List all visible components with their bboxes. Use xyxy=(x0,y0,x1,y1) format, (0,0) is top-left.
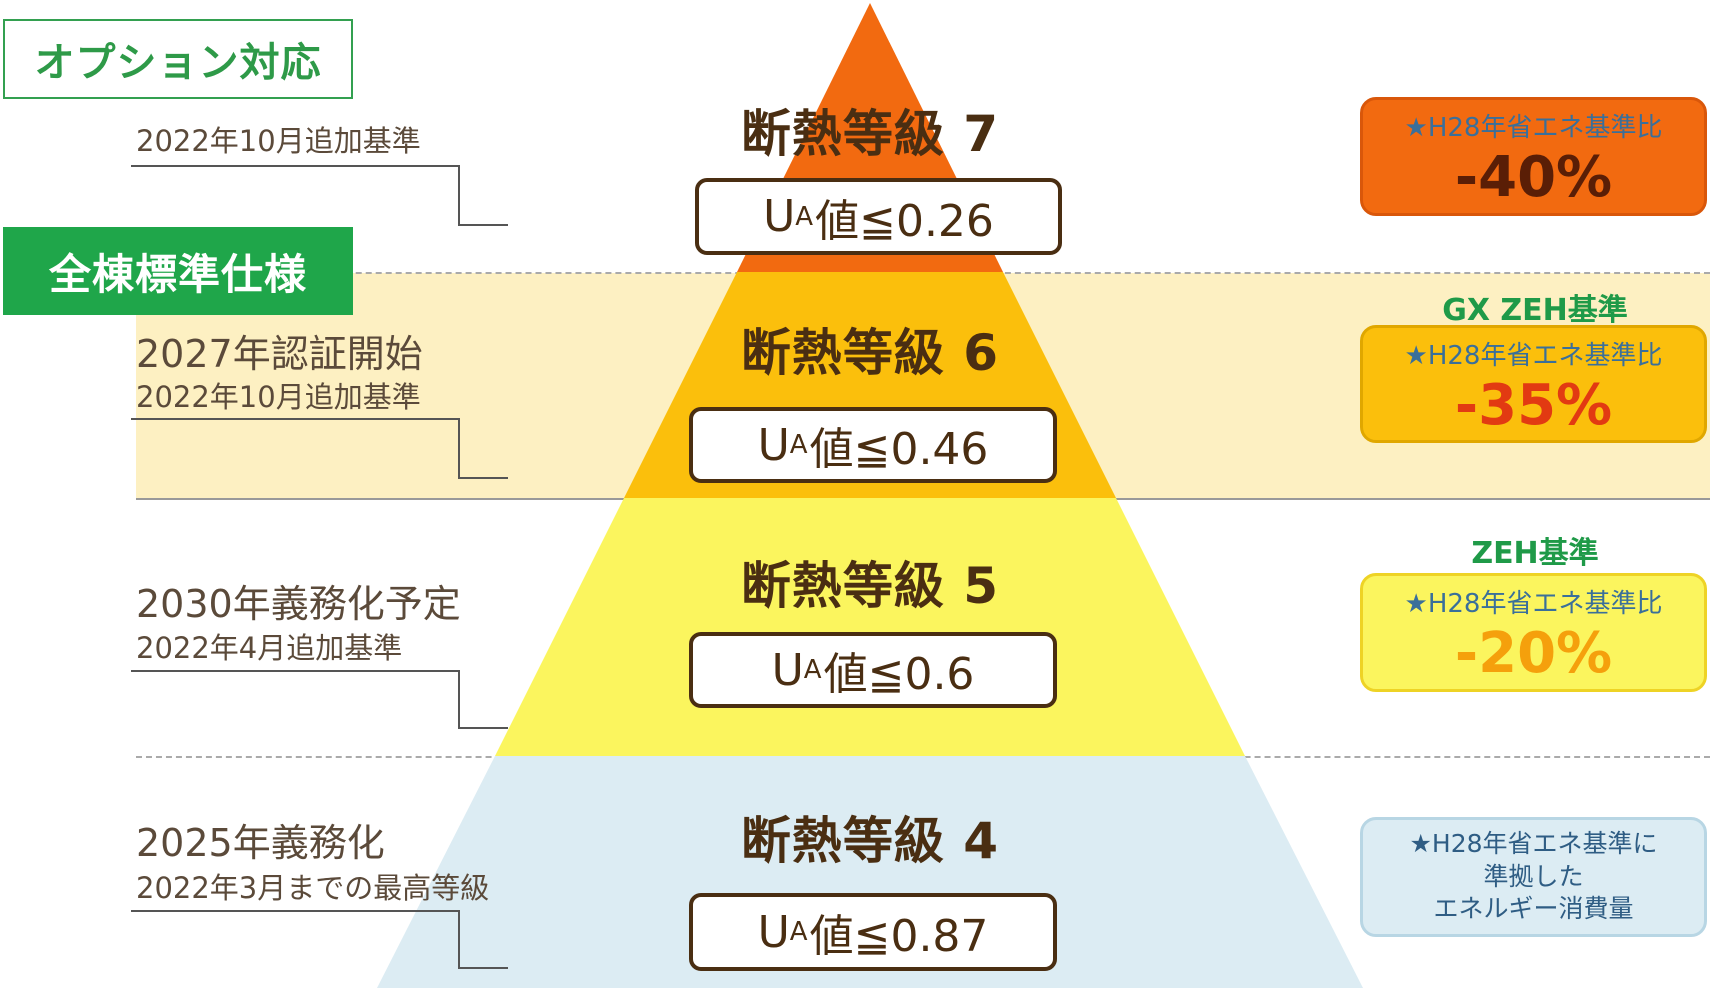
reduction-percent: -20% xyxy=(1454,621,1613,686)
leader-line xyxy=(458,967,508,969)
grade-7-title: 断熱等級 7 xyxy=(740,105,1000,163)
energy-reduction-box-5: ★H28年省エネ基準比 -20% xyxy=(1360,573,1707,692)
comparison-label: ★H28年省エネ基準比 xyxy=(1404,340,1663,371)
ua-subscript: A xyxy=(803,655,822,685)
ua-symbol: U xyxy=(757,906,790,958)
ua-subscript: A xyxy=(789,430,808,460)
leader-line xyxy=(458,727,508,729)
leader-line xyxy=(458,670,460,728)
leader-line xyxy=(458,910,460,968)
baseline-line-1: ★H28年省エネ基準に xyxy=(1409,829,1658,859)
grade-4-title: 断熱等級 4 xyxy=(740,812,1000,870)
leader-line xyxy=(131,165,459,167)
ua-value: 値≦0.6 xyxy=(823,649,975,700)
option-tag: オプション対応 xyxy=(3,19,353,99)
energy-baseline-box-4: ★H28年省エネ基準に 準拠した エネルギー消費量 xyxy=(1360,817,1707,937)
ua-subscript: A xyxy=(795,201,814,232)
note-g6-sub: 2022年10月追加基準 xyxy=(136,380,421,414)
leader-line xyxy=(131,418,459,420)
reduction-percent: -40% xyxy=(1454,145,1613,210)
note-g5-sub: 2022年4月追加基準 xyxy=(136,631,403,665)
ua-value: 値≦0.87 xyxy=(809,911,989,962)
note-g4-main: 2025年義務化 xyxy=(136,821,385,865)
grade-6-title: 断熱等級 6 xyxy=(740,324,1000,382)
leader-line xyxy=(458,477,508,479)
leader-line xyxy=(458,165,460,225)
grade-5-title: 断熱等級 5 xyxy=(740,557,1000,615)
pyramid-tier-5 xyxy=(495,498,1245,756)
comparison-label: ★H28年省エネ基準比 xyxy=(1404,589,1663,619)
note-g4-sub: 2022年3月までの最高等級 xyxy=(136,871,490,905)
standard-spec-tag: 全棟標準仕様 xyxy=(3,227,353,315)
ua-value: 値≦0.46 xyxy=(809,424,989,475)
leader-line xyxy=(458,224,508,226)
energy-reduction-box-7: ★H28年省エネ基準比 -40% xyxy=(1360,97,1707,216)
zeh-label: ZEH基準 xyxy=(1471,536,1599,571)
ua-subscript: A xyxy=(789,917,808,947)
note-g7-sub: 2022年10月追加基準 xyxy=(136,124,421,158)
note-g6-main: 2027年認証開始 xyxy=(136,332,423,376)
gx-zeh-label: GX ZEH基準 xyxy=(1442,293,1628,328)
note-g5-main: 2030年義務化予定 xyxy=(136,582,461,626)
leader-line xyxy=(131,910,459,912)
reduction-percent: -35% xyxy=(1454,372,1613,438)
ua-symbol: U xyxy=(763,191,796,242)
baseline-line-3: エネルギー消費量 xyxy=(1433,894,1634,924)
leader-line xyxy=(458,418,460,478)
leader-line xyxy=(131,670,459,672)
energy-reduction-box-6: ★H28年省エネ基準比 -35% xyxy=(1360,325,1707,443)
baseline-line-2: 準拠した xyxy=(1483,861,1584,891)
pyramid-tier-4 xyxy=(377,756,1363,988)
comparison-label: ★H28年省エネ基準比 xyxy=(1404,113,1663,143)
ua-symbol: U xyxy=(757,419,790,471)
ua-value: 値≦0.26 xyxy=(815,195,994,247)
ua-symbol: U xyxy=(771,644,804,696)
